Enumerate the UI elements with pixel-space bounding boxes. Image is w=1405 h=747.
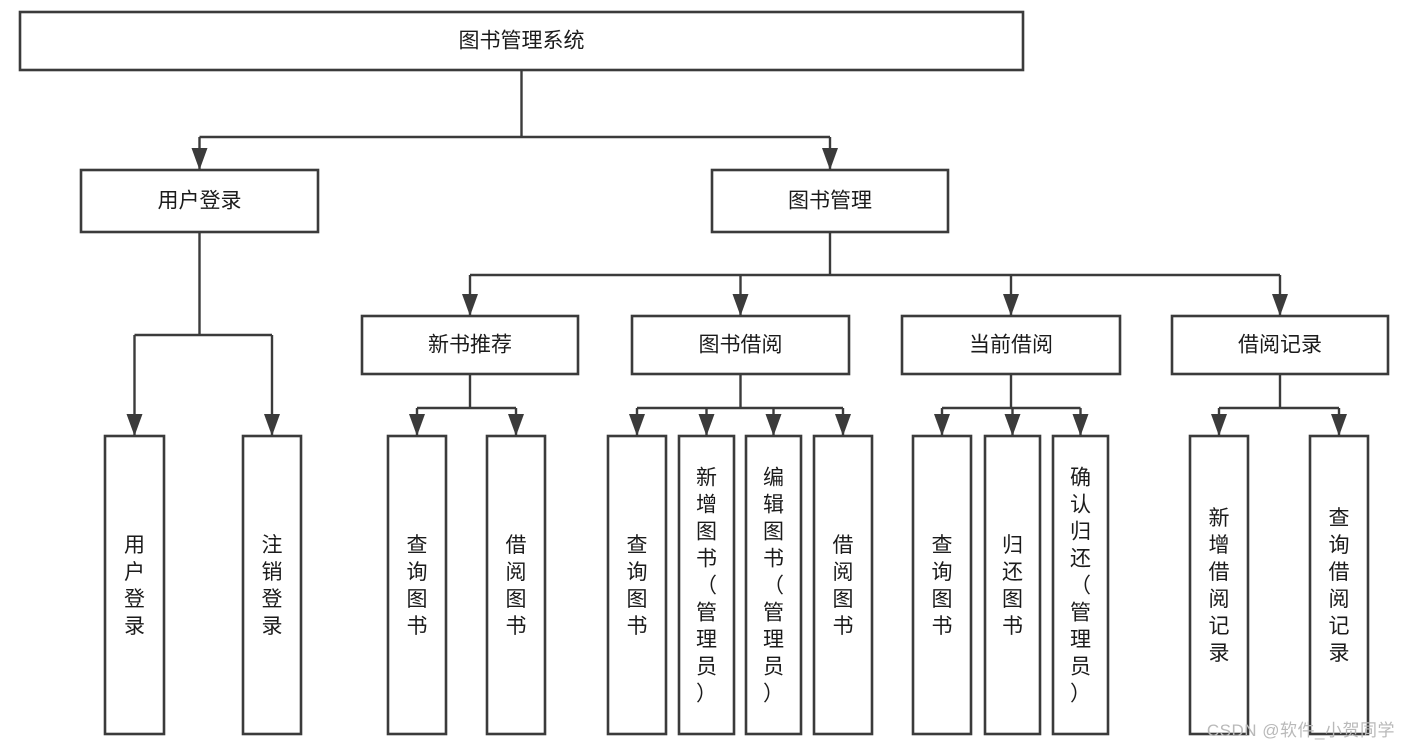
node-box — [710, 168, 950, 234]
arrow-head-icon-borrow-record — [1272, 294, 1288, 316]
leaf-node-leaf-edit-book[interactable]: 编辑图书（管理员） — [744, 434, 803, 736]
node-label: 当前借阅 — [969, 334, 1053, 357]
node-label: 图书借阅 — [699, 334, 783, 357]
leaf-node-leaf-confirm-return[interactable]: 确认归还（管理员） — [1051, 434, 1110, 736]
node-box — [744, 434, 803, 736]
node-label: 注销登录 — [262, 534, 283, 638]
arrow-head-icon-leaf-add-book — [698, 414, 715, 436]
leaf-node-leaf-add-record[interactable]: 新增借阅记录 — [1188, 434, 1250, 736]
arrow-head-icon-leaf-logout — [264, 414, 280, 436]
arrow-head-icon-leaf-query-book-2 — [629, 414, 645, 436]
node-box — [360, 314, 580, 376]
nodes-layer: 图书管理系统用户登录图书管理新书推荐图书借阅当前借阅借阅记录用户登录注销登录查询… — [18, 10, 1390, 736]
node-label: 图书管理系统 — [459, 30, 585, 53]
node-current-borrow[interactable]: 当前借阅 — [900, 314, 1122, 376]
node-label: 用户登录 — [158, 190, 242, 213]
leaf-node-leaf-borrow-book-2[interactable]: 借阅图书 — [812, 434, 874, 736]
node-box — [1051, 434, 1110, 736]
node-label: 新增借阅记录 — [1209, 507, 1230, 665]
node-label: 借阅图书 — [833, 534, 854, 638]
leaf-node-leaf-user-login[interactable]: 用户登录 — [103, 434, 166, 736]
arrow-head-icon-leaf-add-record — [1211, 414, 1227, 436]
node-label: 查询借阅记录 — [1329, 507, 1350, 665]
node-label: 查询图书 — [407, 534, 428, 638]
node-box — [606, 434, 668, 736]
arrow-head-icon-user-login — [191, 148, 208, 170]
node-book-borrow[interactable]: 图书借阅 — [630, 314, 851, 376]
node-box — [900, 314, 1122, 376]
node-box — [911, 434, 973, 736]
node-label: 借阅图书 — [506, 534, 527, 638]
node-label: 新书推荐 — [428, 334, 512, 357]
arrow-head-icon-leaf-borrow-book-2 — [835, 414, 851, 436]
arrow-head-icon-leaf-return-book — [1004, 414, 1021, 436]
node-label: 图书管理 — [788, 190, 872, 213]
node-label: 用户登录 — [124, 534, 145, 638]
node-box — [1188, 434, 1250, 736]
node-root[interactable]: 图书管理系统 — [18, 10, 1025, 72]
node-book-manage[interactable]: 图书管理 — [710, 168, 950, 234]
arrow-head-icon-leaf-query-record — [1331, 414, 1347, 436]
node-label: 查询图书 — [932, 534, 953, 638]
leaf-node-leaf-query-book-2[interactable]: 查询图书 — [606, 434, 668, 736]
node-label: 借阅记录 — [1238, 334, 1322, 357]
node-label: 查询图书 — [627, 534, 648, 638]
leaf-node-leaf-query-record[interactable]: 查询借阅记录 — [1308, 434, 1370, 736]
node-user-login[interactable]: 用户登录 — [79, 168, 320, 234]
leaf-node-leaf-query-book-1[interactable]: 查询图书 — [386, 434, 448, 736]
leaf-node-leaf-query-book-3[interactable]: 查询图书 — [911, 434, 973, 736]
arrow-head-icon-leaf-user-login — [126, 414, 143, 436]
leaf-node-leaf-logout[interactable]: 注销登录 — [241, 434, 303, 736]
arrow-head-icon-new-book-recommend — [462, 294, 478, 316]
node-box — [485, 434, 547, 736]
arrow-head-icon-book-manage — [822, 148, 838, 170]
arrow-head-icon-leaf-query-book-1 — [409, 414, 425, 436]
node-box — [18, 10, 1025, 72]
node-box — [386, 434, 448, 736]
leaf-node-leaf-add-book[interactable]: 新增图书（管理员） — [677, 434, 736, 736]
arrow-head-icon-leaf-confirm-return — [1072, 414, 1089, 436]
arrow-head-icon-leaf-borrow-book-1 — [508, 414, 524, 436]
node-box — [103, 434, 166, 736]
node-borrow-record[interactable]: 借阅记录 — [1170, 314, 1390, 376]
node-box — [630, 314, 851, 376]
leaf-node-leaf-borrow-book-1[interactable]: 借阅图书 — [485, 434, 547, 736]
node-label: 确认归还（管理员） — [1070, 467, 1091, 706]
arrow-head-icon-book-borrow — [732, 294, 749, 316]
node-box — [677, 434, 736, 736]
node-label: 新增图书（管理员） — [696, 467, 717, 706]
arrow-head-icon-leaf-query-book-3 — [934, 414, 950, 436]
node-label: 归还图书 — [1002, 534, 1023, 638]
arrow-head-icon-current-borrow — [1003, 294, 1019, 316]
node-label: 编辑图书（管理员） — [763, 467, 784, 706]
node-box — [812, 434, 874, 736]
node-box — [1308, 434, 1370, 736]
node-box — [983, 434, 1042, 736]
arrow-head-icon-leaf-edit-book — [765, 414, 782, 436]
node-box — [1170, 314, 1390, 376]
leaf-node-leaf-return-book[interactable]: 归还图书 — [983, 434, 1042, 736]
node-new-book-recommend[interactable]: 新书推荐 — [360, 314, 580, 376]
node-box — [79, 168, 320, 234]
connectors-layer — [126, 70, 1347, 436]
node-box — [241, 434, 303, 736]
